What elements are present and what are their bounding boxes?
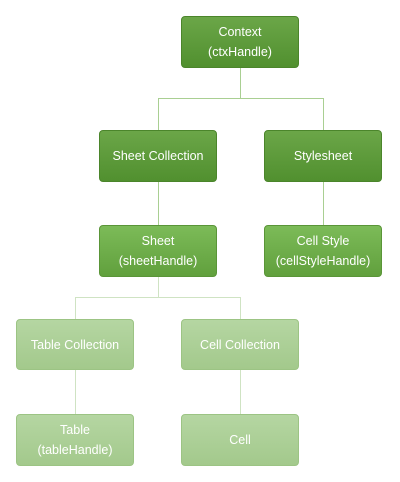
- node-stylesheet: Stylesheet: [264, 130, 382, 182]
- connector-sheet: [75, 277, 241, 319]
- node-cell-collection-title: Cell Collection: [200, 337, 280, 352]
- node-sheet-collection: Sheet Collection: [99, 130, 217, 182]
- node-context-handle: (ctxHandle): [208, 45, 272, 59]
- node-table-collection-title: Table Collection: [30, 337, 120, 352]
- node-cell-style-title: Cell Style: [296, 234, 350, 248]
- connector-context: [158, 68, 324, 130]
- node-context-title: Context: [218, 25, 262, 39]
- node-stylesheet-title: Stylesheet: [293, 149, 353, 163]
- node-table-handle: (tableHandle): [37, 443, 113, 457]
- node-cell-style-handle: (cellStyleHandle): [275, 254, 371, 268]
- node-sheet-title: Sheet: [141, 234, 175, 248]
- node-sheet-collection-title: Sheet Collection: [112, 149, 204, 163]
- node-table: Table (tableHandle): [16, 414, 134, 466]
- node-context: Context (ctxHandle): [181, 16, 299, 68]
- node-sheet-handle: (sheetHandle): [118, 254, 198, 268]
- node-table-collection: Table Collection: [16, 319, 134, 370]
- node-sheet: Sheet (sheetHandle): [99, 225, 217, 277]
- node-table-title: Table: [60, 423, 90, 437]
- node-cell-style: Cell Style (cellStyleHandle): [264, 225, 382, 277]
- node-cell-collection: Cell Collection: [181, 319, 299, 370]
- node-cell-title: Cell: [229, 433, 251, 447]
- node-cell: Cell: [181, 414, 299, 466]
